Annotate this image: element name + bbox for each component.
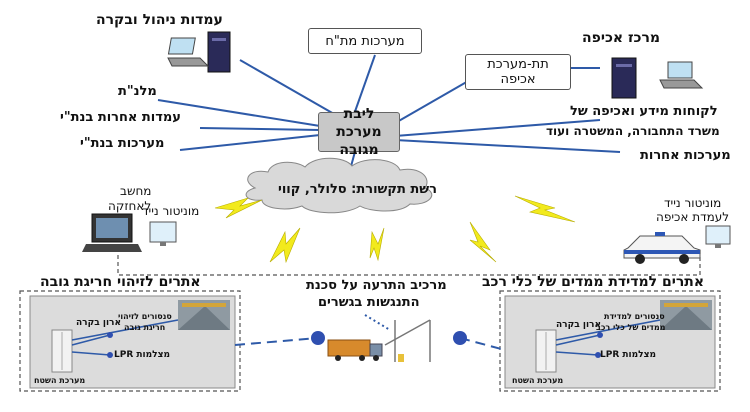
cross-site-links (234, 337, 506, 351)
maintenance-laptop-icon (82, 213, 142, 252)
laptop-icon (167, 37, 210, 67)
lightning-icon (369, 227, 385, 262)
warning-component-line1: מרכיב התרעה על סכנת (306, 278, 447, 293)
core-line1: ליבת מערכת (336, 106, 382, 140)
truck-icon (327, 314, 431, 362)
malnat-label: מלנ"ת (118, 84, 157, 99)
node-dot-left (311, 331, 325, 345)
other-systems-label: מערכות אחרות (640, 148, 731, 163)
left-sensor-line1: סנסורים לזיהוי (118, 312, 172, 321)
left-lpr-cameras: מצלמות LPR (114, 350, 170, 360)
left-sensor-line2: חריגת גובה (124, 323, 166, 332)
other-stations-label: עמדות אחרות בנת"י (60, 110, 181, 125)
monitor-icon (705, 225, 731, 248)
laptop-icon (659, 61, 704, 89)
comm-network-label: רשת תקשורת: סלולר, קווי (278, 182, 437, 197)
laptop-maintenance-line2: לאחזקה (108, 199, 152, 213)
right-sensor-line2: ממדים של כלי רכב (596, 323, 666, 332)
control-systems-label: מערכות מת"ח (325, 33, 405, 49)
cloud-shape (245, 157, 433, 214)
lightning-icon (269, 227, 301, 264)
enforcement-subsystem-line2: אכיפה (500, 72, 536, 87)
right-sensor-line1: סנסורים למדידת (604, 312, 665, 321)
netivei-systems-label: מערכות בנת"י (80, 136, 165, 151)
right-site-photo (660, 300, 712, 330)
left-site-photo (178, 300, 230, 330)
lightning-icon (214, 197, 263, 219)
mobile-monitor-enforcement-line1: מוניטור נייד (664, 196, 722, 210)
left-cabinet-icon (51, 329, 73, 373)
warning-component-line2: התנגשות בגשרים (318, 295, 420, 310)
monitor-icon (149, 221, 177, 246)
laptop-maintenance-line1: מחשב (120, 184, 152, 198)
lightning-icon (469, 221, 497, 263)
site-internal-links (71, 319, 661, 356)
node-dot-right (453, 331, 467, 345)
server-icon (611, 57, 637, 99)
mobile-monitor-enforcement-line2: לעמדת אכיפה (656, 210, 730, 224)
control-systems-box: מערכות מת"ח (308, 28, 422, 54)
dashed-links (19, 248, 721, 392)
right-control-cabinet: ארון בקרה (556, 320, 601, 330)
mgmt-stations-label: עמדות ניהול ובקרה (96, 12, 223, 28)
site-dots (107, 332, 603, 358)
lightning-bolts (214, 195, 576, 264)
clients-line2: משרד התחבורה, המשטרה ועוד (546, 124, 720, 138)
core-line2: מגובה (339, 142, 379, 158)
core-links (157, 54, 621, 171)
enforcement-subsystem-line1: תת-מערכת (487, 57, 549, 72)
police-car-icon (623, 232, 701, 264)
enforcement-center-label: מרכז אכיפה (582, 30, 661, 46)
lightning-icon (514, 195, 576, 223)
right-lpr-cameras: מצלמות LPR (600, 350, 656, 360)
core-system-box: ליבת מערכת מגובה (318, 106, 400, 158)
enforcement-subsystem-box: תת-מערכת אכיפה (465, 54, 571, 90)
right-field-system: מערכת השטח (512, 376, 564, 385)
clients-line1: לקוחות מידע ואכיפה של (570, 104, 718, 119)
mobile-monitor-label: מוניטור נייד (142, 204, 200, 218)
dimension-sites-label: אתרים למדידת ממדים של כלי רכב (482, 274, 705, 290)
server-icon (207, 31, 231, 73)
left-control-cabinet: ארון בקרה (76, 318, 121, 328)
left-field-system: מערכת השטח (34, 376, 86, 385)
height-sites-label: אתרים לזיהוי חריגת גובה (40, 274, 201, 290)
right-cabinet-icon (535, 329, 557, 373)
